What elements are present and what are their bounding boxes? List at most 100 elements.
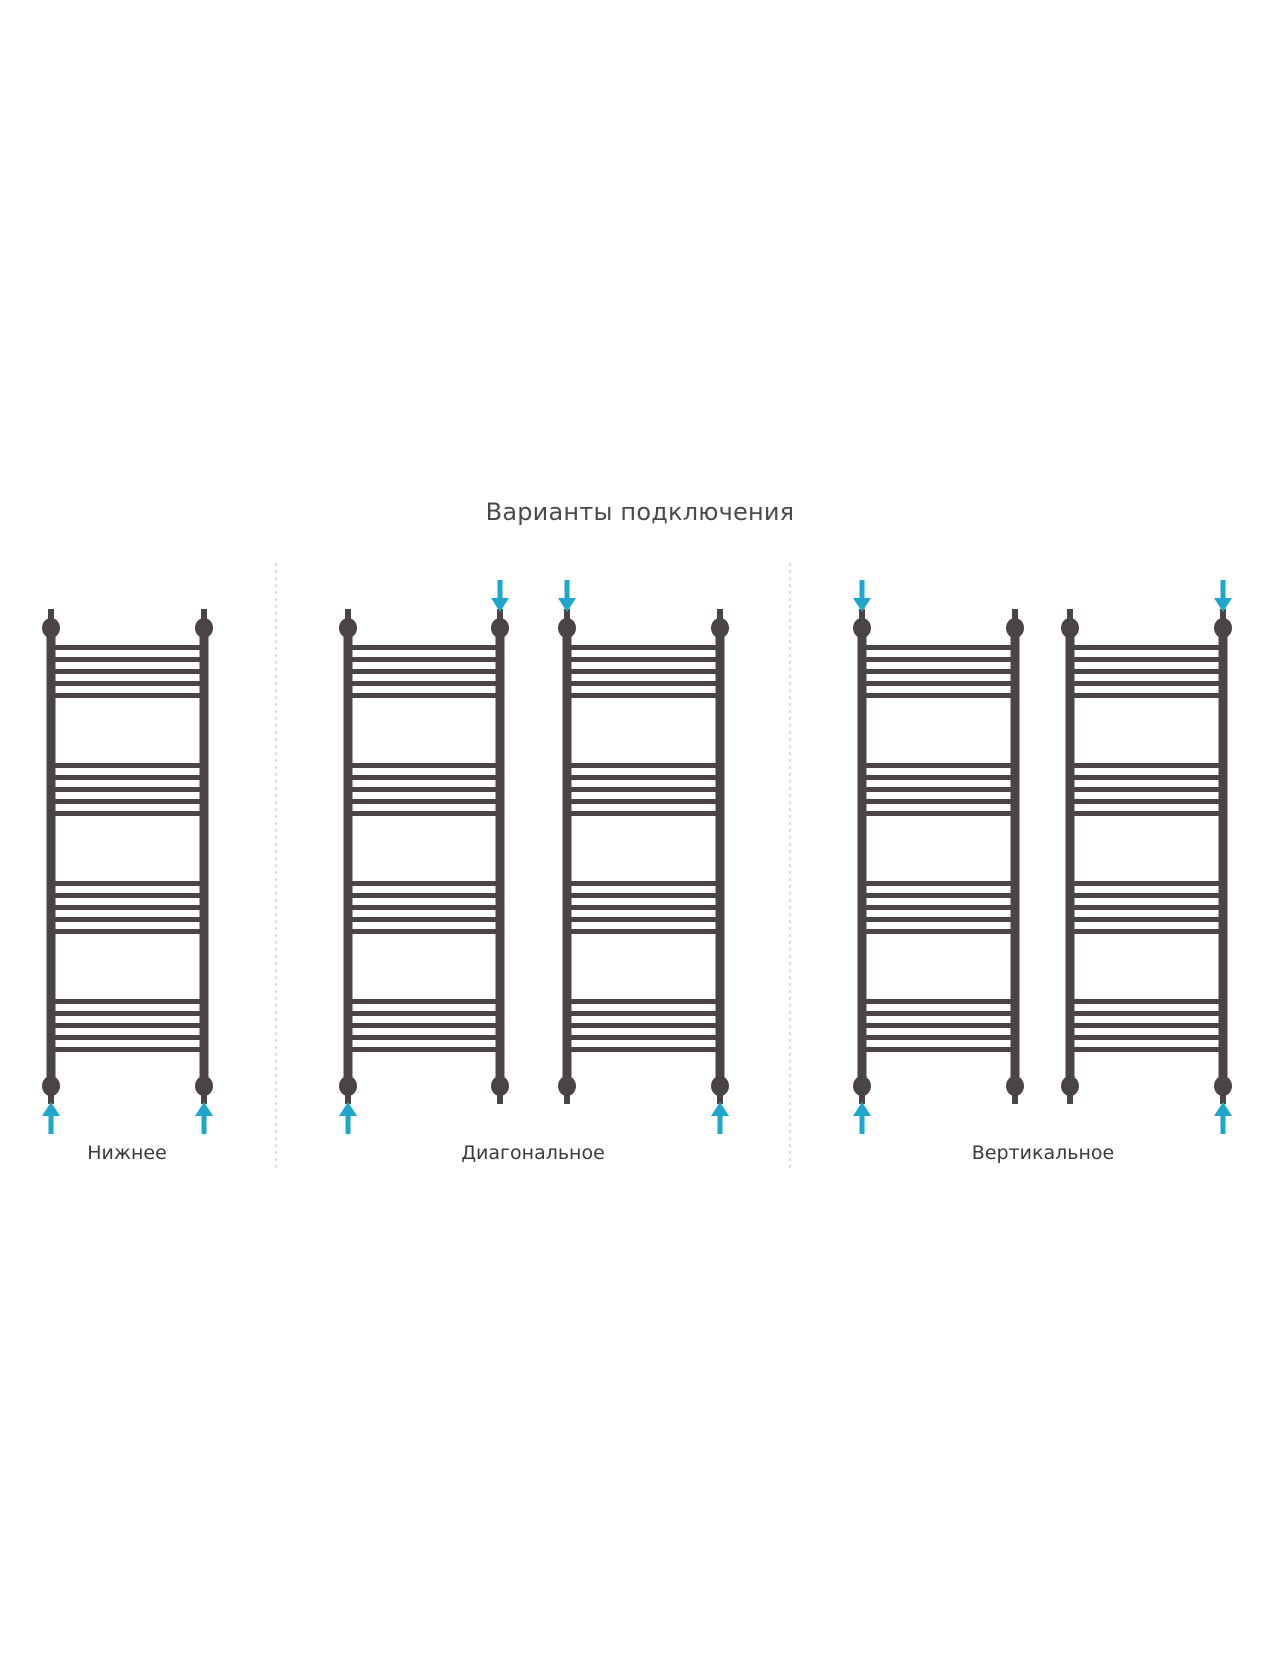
arrow-down-icon <box>1214 580 1232 612</box>
left-rail <box>1065 628 1075 1086</box>
connector-cap <box>564 609 570 619</box>
top-connector <box>1061 618 1079 638</box>
towel-bar <box>567 645 720 650</box>
towel-bar <box>862 1035 1015 1040</box>
towel-bar <box>862 787 1015 792</box>
top-connector <box>558 618 576 638</box>
towel-bar <box>567 881 720 886</box>
towel-bar <box>348 917 500 922</box>
bottom-connector <box>1061 1076 1079 1096</box>
towel-bar <box>51 763 204 768</box>
right-rail <box>1218 628 1228 1086</box>
towel-bar <box>1070 799 1223 804</box>
towel-bar <box>862 929 1015 934</box>
arrow-down-icon <box>558 580 576 612</box>
bottom-connector <box>1214 1076 1232 1096</box>
towel-bar <box>348 1047 500 1052</box>
towel-bar <box>51 787 204 792</box>
top-connector <box>42 618 60 638</box>
arrow-up-icon <box>42 1102 60 1134</box>
towel-bar <box>862 1023 1015 1028</box>
bottom-connector <box>491 1076 509 1096</box>
bottom-connector <box>853 1076 871 1096</box>
page-title: Варианты подключения <box>485 498 795 526</box>
top-connector <box>853 618 871 638</box>
towel-bar <box>348 1023 500 1028</box>
arrow-up-icon <box>1214 1102 1232 1134</box>
towel-bar <box>348 669 500 674</box>
top-connector <box>195 618 213 638</box>
towel-bar <box>567 657 720 662</box>
towel-bar <box>1070 881 1223 886</box>
towel-bar <box>862 657 1015 662</box>
towel-bar <box>1070 669 1223 674</box>
towel-bar <box>1070 811 1223 816</box>
bottom-connector <box>558 1076 576 1096</box>
towel-bar <box>51 881 204 886</box>
towel-bar <box>1070 645 1223 650</box>
towel-bar <box>348 999 500 1004</box>
towel-bar <box>862 893 1015 898</box>
towel-bar <box>567 893 720 898</box>
bottom-connector <box>711 1076 729 1096</box>
towel-bar <box>51 917 204 922</box>
towel-bar <box>348 799 500 804</box>
arrow-down-icon <box>491 580 509 612</box>
towel-radiator <box>853 580 1024 1134</box>
bottom-connector <box>339 1076 357 1096</box>
towel-radiator <box>1061 580 1232 1134</box>
towel-bar <box>1070 905 1223 910</box>
towel-bar <box>567 763 720 768</box>
connector-cap <box>1067 609 1073 619</box>
towel-bar <box>51 905 204 910</box>
towel-bar <box>51 929 204 934</box>
towel-bar <box>1070 999 1223 1004</box>
connector-cap <box>717 609 723 619</box>
towel-bar <box>1070 1035 1223 1040</box>
towel-bar <box>51 799 204 804</box>
towel-bar <box>567 669 720 674</box>
towel-bar <box>567 787 720 792</box>
towel-bar <box>348 905 500 910</box>
connector-cap <box>1012 1094 1018 1104</box>
towel-bar <box>567 999 720 1004</box>
connector-cap <box>564 1094 570 1104</box>
top-connector <box>711 618 729 638</box>
connector-cap <box>48 609 54 619</box>
connector-cap <box>201 609 207 619</box>
towel-bar <box>567 1035 720 1040</box>
towel-bar <box>1070 1047 1223 1052</box>
towel-bar <box>51 999 204 1004</box>
towel-bar <box>51 1047 204 1052</box>
connection-group-1: Нижнее <box>42 609 213 1164</box>
towel-bar <box>51 1011 204 1016</box>
connector-cap <box>497 1094 503 1104</box>
towel-bar <box>348 811 500 816</box>
towel-bar <box>1070 657 1223 662</box>
towel-bar <box>348 1011 500 1016</box>
left-rail <box>46 628 56 1086</box>
connector-cap <box>48 1094 54 1104</box>
towel-bar <box>348 787 500 792</box>
right-rail <box>199 628 209 1086</box>
towel-bar <box>51 1035 204 1040</box>
towel-bar <box>567 693 720 698</box>
towel-bar <box>51 657 204 662</box>
right-rail <box>495 628 505 1086</box>
towel-bar <box>862 681 1015 686</box>
towel-bar <box>567 775 720 780</box>
group-caption: Диагональное <box>461 1142 605 1164</box>
towel-bar <box>348 775 500 780</box>
towel-bar <box>1070 681 1223 686</box>
left-rail <box>857 628 867 1086</box>
towel-bar <box>862 693 1015 698</box>
towel-bar <box>1070 893 1223 898</box>
right-rail <box>1010 628 1020 1086</box>
arrow-down-icon <box>853 580 871 612</box>
towel-radiator <box>42 609 213 1134</box>
towel-bar <box>51 1023 204 1028</box>
connector-cap <box>1220 609 1226 619</box>
towel-radiator <box>339 580 509 1134</box>
connector-cap <box>497 609 503 619</box>
